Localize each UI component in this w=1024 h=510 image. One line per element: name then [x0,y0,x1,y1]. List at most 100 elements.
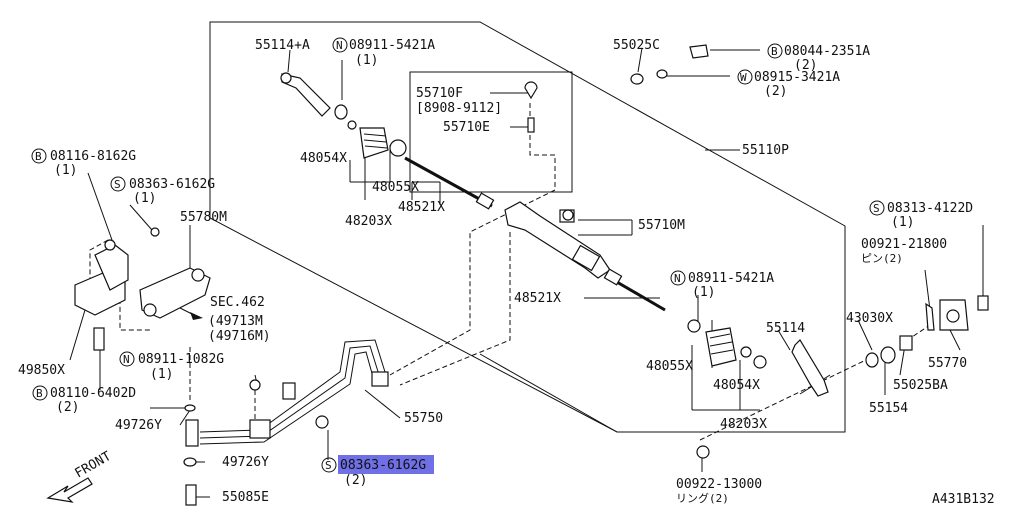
label-ring: リング(2) [676,491,729,505]
qty-2b: (2) [764,84,787,99]
label-00921-21800: 00921-21800 [861,237,947,252]
part-55154 [880,346,896,364]
parts [74,44,989,506]
label-55025ba: 55025BA [893,378,948,393]
clip-mid [740,346,752,358]
svg-text:S: S [873,202,880,215]
dashed-lines [89,103,931,441]
label-43030x: 43030X [846,311,893,326]
highlight-box [338,455,434,474]
pin-00921 [925,302,935,331]
qty-1f: (1) [150,367,173,382]
svg-text:S: S [114,178,121,191]
svg-text:S: S [325,459,332,472]
label-55780m: 55780M [180,210,227,225]
inner-rod-mid [609,276,666,312]
qty-2a: (2) [794,58,817,73]
bolt-55710e [527,117,535,133]
label-08116-8162g: 08116-8162G [50,149,136,164]
label-55710m: 55710M [638,218,685,233]
label-48203x-mid: 48203X [720,417,767,432]
front-arrow [46,477,93,503]
diagram-code: A431B132 [932,492,995,507]
label-49726y-b: 49726Y [222,455,269,470]
label-48055x-top: 48055X [372,180,419,195]
label-08911-5421a-top: 08911-5421A [349,38,435,53]
label-55114-a: 55114+A [255,38,310,53]
label-55085e: 55085E [222,490,269,505]
label-55154: 55154 [869,401,908,416]
washer-49726y [183,457,197,467]
label-49726y-a: 49726Y [115,418,162,433]
label-48521x-mid: 48521X [514,291,561,306]
label-48521x-top: 48521X [398,200,445,215]
label-08911-5421a-mid: 08911-5421A [688,271,774,286]
part-labels: 55114+A 08911-5421A (1) 55025C 08044-235… [18,38,995,507]
bolt-55085e [185,484,197,506]
tie-rod-end-top [281,73,331,117]
nut-top [334,104,348,120]
qty-1b: (1) [54,163,77,178]
label-sec462: SEC.462 [210,295,265,310]
pipe-clip [282,382,296,400]
qty-1e: (1) [692,285,715,300]
label-55750: 55750 [404,411,443,426]
symbol-n-circle [332,37,348,53]
label-48054x-top: 48054X [300,151,347,166]
qty-1d: (1) [891,215,914,230]
ring-00922 [696,445,710,459]
svg-text:N: N [336,39,343,52]
frame-inner-edge [479,353,618,433]
label-55770: 55770 [928,356,967,371]
fitting-49726y [185,419,199,447]
svg-text:B: B [771,45,778,58]
inner-rod-top [404,156,493,208]
label-front: FRONT [73,449,115,482]
label-08911-1082g: 08911-1082G [138,352,224,367]
svg-text:B: B [35,150,42,163]
tie-rod-end-55114 [791,339,829,397]
qty-1a: (1) [355,53,378,68]
leader-lines [69,47,984,498]
pipe-bracket [249,419,271,439]
washer-55025c [630,73,644,85]
svg-text:B: B [36,387,43,400]
label-48054x-mid: 48054X [713,378,760,393]
label-08363-6162g-top: 08363-6162G [129,177,215,192]
clamp-mid [687,319,701,333]
label-pin: ピン(2) [861,252,903,265]
svg-text:N: N [674,272,681,285]
pipe-fitting [371,371,389,387]
label-48203x-top: 48203X [345,214,392,229]
label-55025c: 55025C [613,38,660,53]
svg-text:N: N [123,353,130,366]
label-00922-13000: 00922-13000 [676,477,762,492]
fitting-55025ba [899,335,913,351]
clamp-top [389,139,407,157]
qty-2d: (2) [344,473,367,488]
bolt-08044 [689,44,709,59]
bolt-08363-bottom [315,415,329,429]
label-49716m: (49716M) [208,329,271,344]
svg-text:W: W [740,71,747,84]
label-55710e: 55710E [443,120,490,135]
label-49850x: 49850X [18,363,65,378]
qty-2c: (2) [56,400,79,415]
label-48055x-mid: 48055X [646,359,693,374]
nut-43030x [865,352,879,368]
mount-55710f [524,81,538,100]
bolt-08313 [977,295,989,311]
label-49713m: (49713M [208,314,263,329]
label-55710f: 55710F [416,86,463,101]
washer-08915 [656,69,668,79]
valve-55780m [139,267,211,319]
label-08363-6162g-highlighted: 08363-6162G [340,458,426,473]
label-08110-6402d: 08110-6402D [50,386,136,401]
bolt-08363-top [150,227,160,237]
nut-mid [753,355,767,369]
label-55114: 55114 [766,321,805,336]
boot-mid [705,327,737,367]
clip-top [347,120,357,130]
label-8908-9112: [8908-9112] [416,101,502,116]
